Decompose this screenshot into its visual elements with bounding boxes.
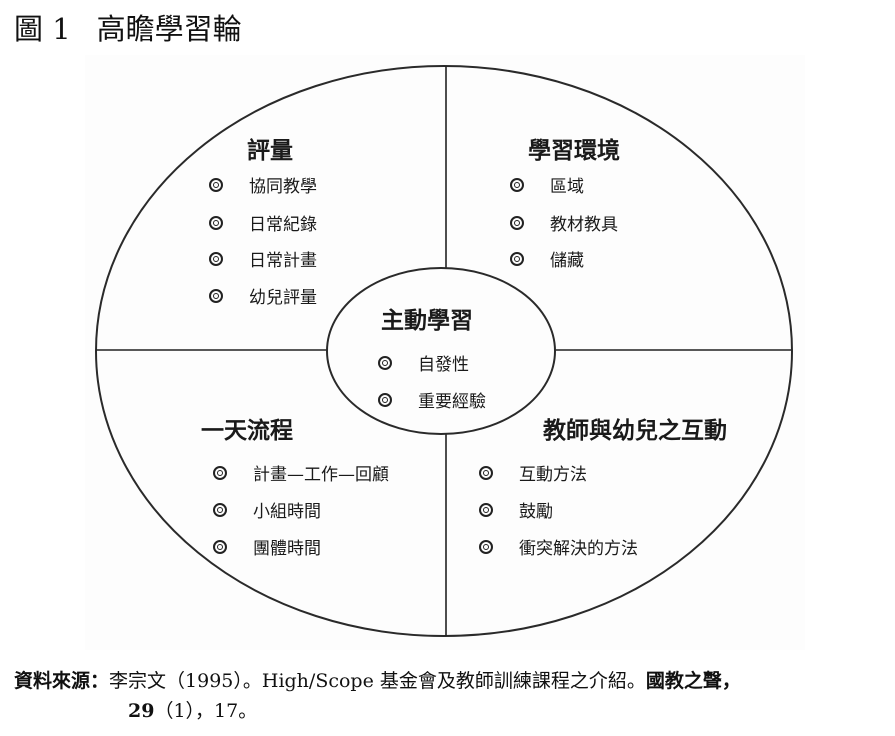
double-circle-icon [209,251,223,266]
double-circle-icon [510,215,524,230]
list-item: 幼兒評量 [209,283,317,308]
list-item: 小組時間 [213,497,321,522]
double-circle-icon [378,392,392,407]
source-label: 資料來源： [14,670,110,692]
citation-author-year: 李宗文（1995）。 [109,670,262,692]
double-circle-icon [378,355,392,370]
list-item: 日常計畫 [209,246,317,271]
list-item: 自發性 [378,350,469,375]
list-item: 計畫—工作—回顧 [213,460,389,485]
list-item: 鼓勵 [479,497,553,522]
quadrant-title-learning-environment: 學習環境 [528,138,620,164]
quadrant-title-daily-routine: 一天流程 [201,418,293,444]
citation-line-2: 29（1），17。 [14,696,741,726]
quadrant-title-adult-child-interaction: 教師與幼兒之互動 [543,418,727,444]
double-circle-icon [479,465,493,480]
list-item: 區域 [510,172,584,197]
double-circle-icon [479,539,493,554]
double-circle-icon [213,502,227,517]
citation-issue-pages: （1），17。 [154,700,258,722]
list-item: 衝突解決的方法 [479,534,638,559]
double-circle-icon [209,215,223,230]
list-item: 儲藏 [510,246,584,271]
quadrant-title-assessment: 評量 [247,138,293,164]
outer-ellipse [95,65,793,637]
double-circle-icon [479,502,493,517]
center-title-active-learning: 主動學習 [381,308,473,334]
list-item: 互動方法 [479,460,587,485]
citation-line-1: 資料來源：李宗文（1995）。High/Scope 基金會及教師訓練課程之介紹。… [14,666,741,696]
double-circle-icon [213,539,227,554]
list-item: 重要經驗 [378,387,486,412]
double-circle-icon [209,177,223,192]
citation-journal: 國教之聲， [645,670,741,692]
double-circle-icon [510,251,524,266]
list-item: 協同教學 [209,172,317,197]
double-circle-icon [209,288,223,303]
list-item: 日常紀錄 [209,210,317,235]
citation-volume: 29 [128,700,155,722]
list-item: 團體時間 [213,534,321,559]
figure-number: 圖 1 [14,12,71,46]
figure-title: 圖 1 高瞻學習輪 [14,6,242,48]
figure-caption: 高瞻學習輪 [96,12,242,46]
source-citation: 資料來源：李宗文（1995）。High/Scope 基金會及教師訓練課程之介紹。… [14,666,741,726]
double-circle-icon [510,177,524,192]
double-circle-icon [213,465,227,480]
list-item: 教材教具 [510,210,618,235]
citation-article-title: High/Scope 基金會及教師訓練課程之介紹。 [261,670,646,692]
